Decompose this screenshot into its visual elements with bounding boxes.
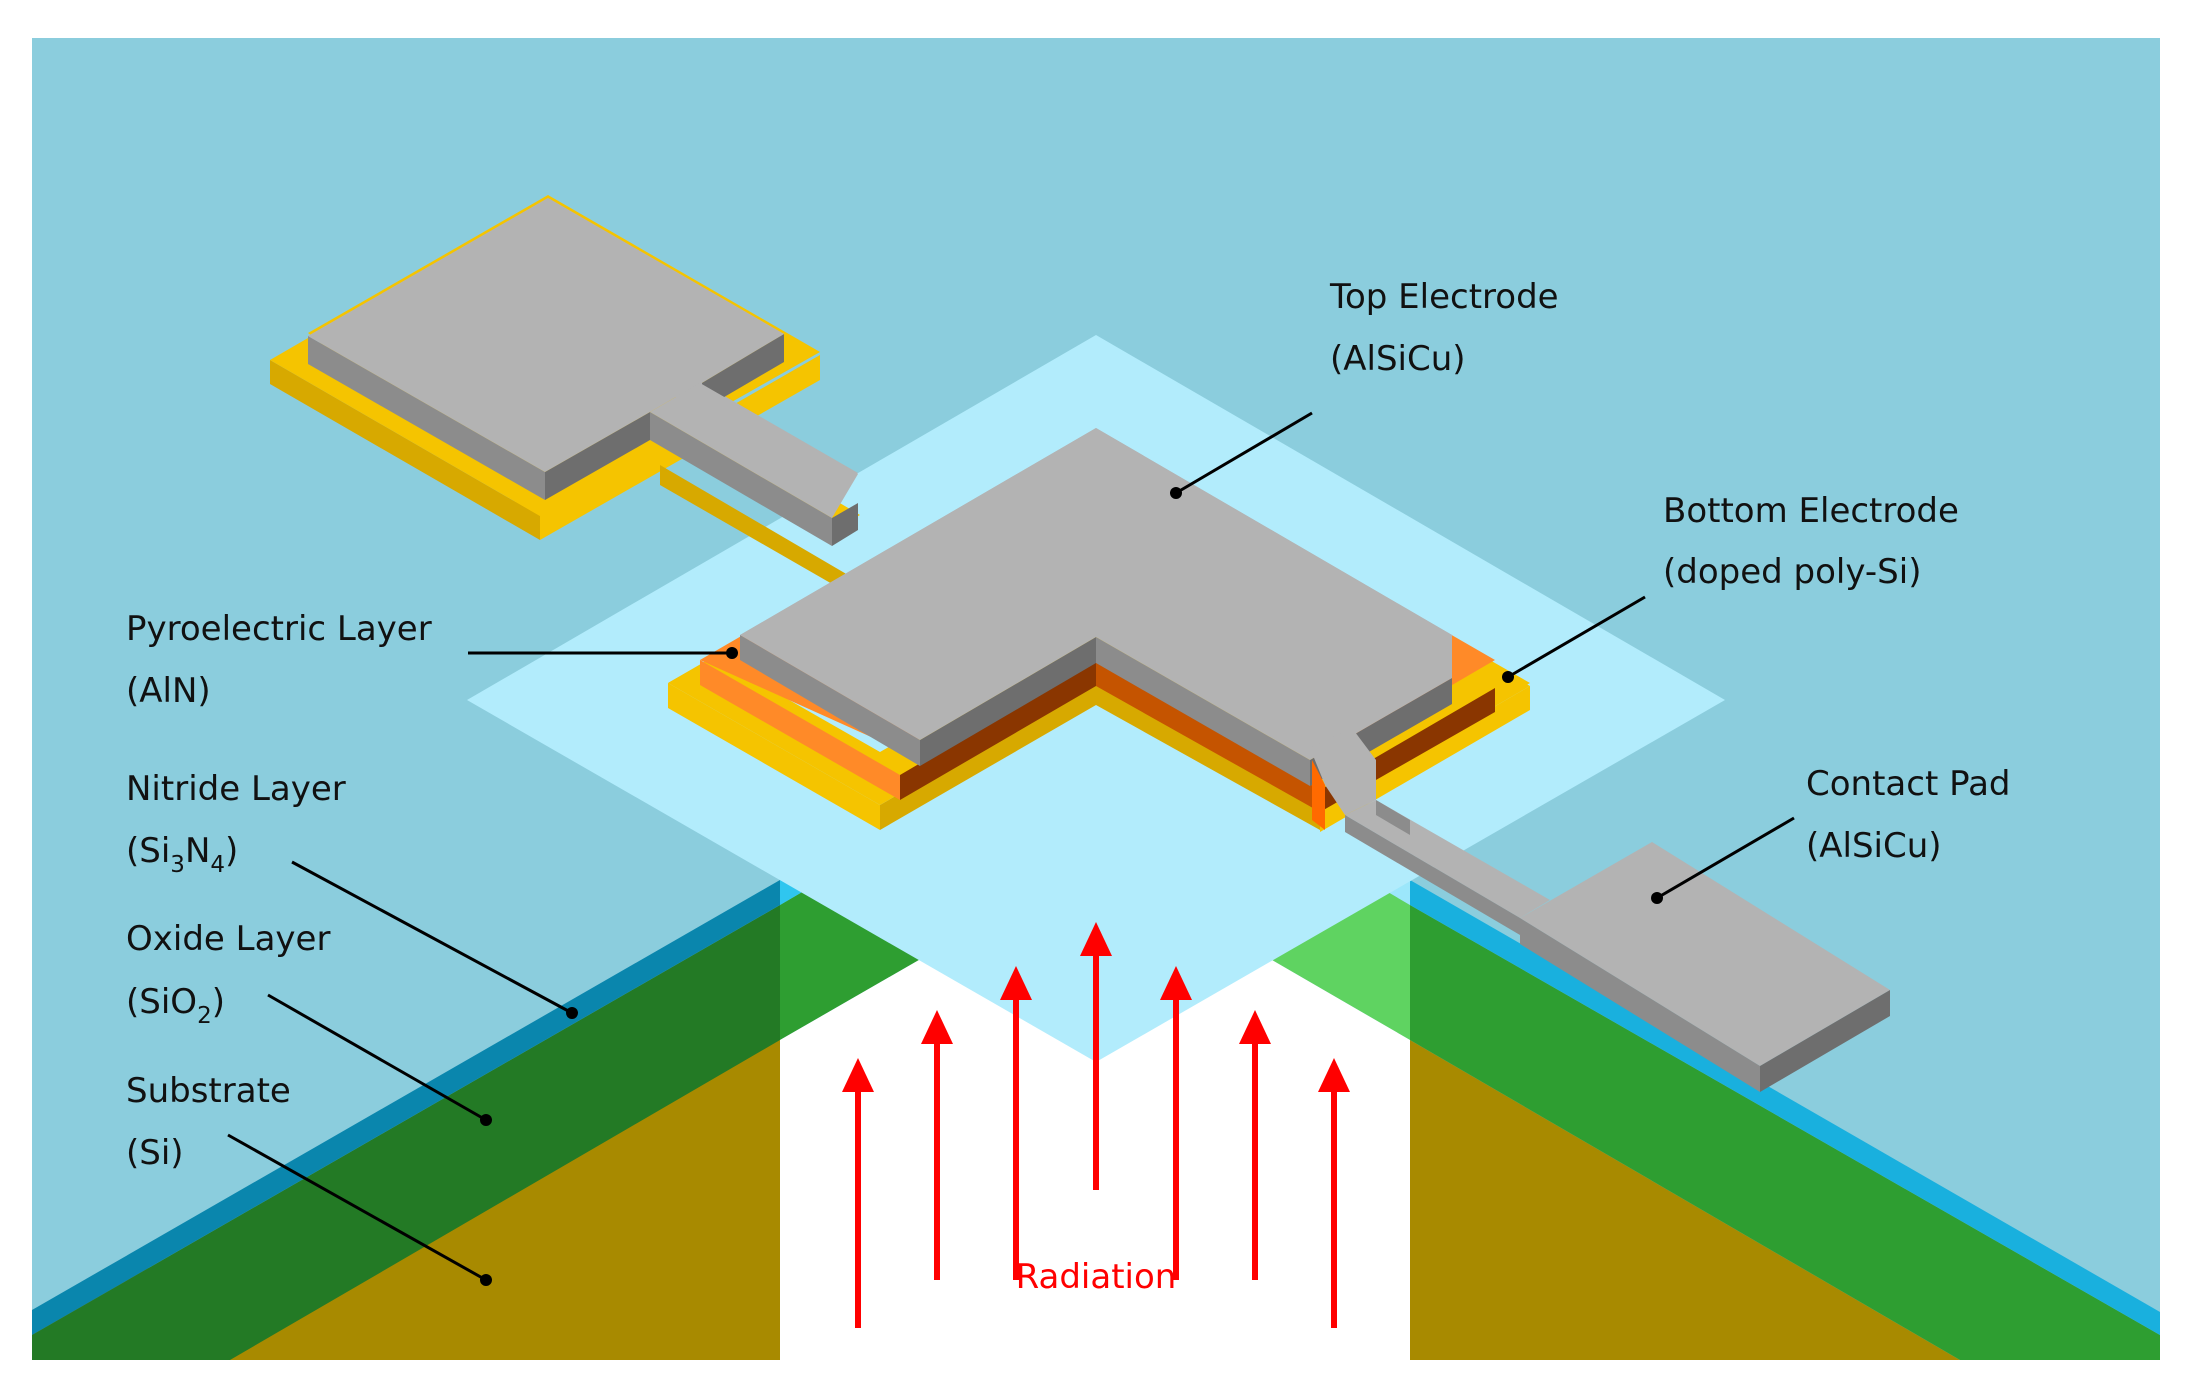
radiation-arrow-head [842, 1058, 874, 1092]
aln-side-front-left [900, 660, 1096, 800]
oxide-formula-sub: 2 [197, 1003, 212, 1029]
left-pad-poly-top-strip [270, 338, 548, 516]
radiation-arrow-head [1000, 966, 1032, 1000]
contact-pad-side-right [1760, 990, 1890, 1092]
lead-on-cross-section [1376, 800, 1410, 835]
label-contact-pad-name: Contact Pad [1806, 764, 2010, 804]
aln-side-left [700, 660, 900, 800]
label-contact-pad-material: (AlSiCu) [1806, 826, 1942, 866]
leader-dot-top-electrode [1170, 487, 1182, 499]
leader-top-electrode [1175, 411, 1313, 495]
lead-step-orange [1312, 760, 1325, 830]
contact-pad-top [1520, 842, 1890, 1066]
label-bottom-electrode-material: (doped poly-Si) [1663, 552, 1921, 592]
label-oxide-material: (SiO2) [126, 982, 225, 1029]
label-nitride-material: (Si3N4) [126, 831, 238, 878]
nitride-formula-sub-b: 4 [210, 852, 225, 878]
top-electrode-side-front-right [1096, 637, 1310, 786]
oxide-left-dark [32, 905, 780, 1360]
leader-dot-oxide [480, 1114, 492, 1126]
leader-bottom-electrode [1507, 595, 1646, 679]
label-nitride-name: Nitride Layer [126, 769, 346, 809]
lead-run-top [1345, 800, 1550, 918]
label-pyroelectric-material: (AlN) [126, 671, 211, 711]
leader-dot-bottom-electrode [1502, 671, 1514, 683]
nitride-formula-sub-a: 3 [170, 852, 185, 878]
top-electrode-side-left [740, 635, 920, 766]
label-top-electrode-material: (AlSiCu) [1330, 339, 1466, 379]
contact-pad-side-front [1520, 918, 1760, 1092]
nitride-formula-mid: N [185, 831, 210, 871]
label-substrate-material: (Si) [126, 1133, 184, 1173]
leader-contact-pad [1656, 816, 1795, 900]
left-bond-pad [270, 195, 860, 600]
leader-dot-substrate [480, 1274, 492, 1286]
left-lead-metal-end [832, 503, 858, 546]
left-pad-metal-top-fill [308, 198, 784, 472]
left-lead-metal-side [650, 412, 832, 546]
radiation-arrow-head [921, 1010, 953, 1044]
oxide-right-mid [1410, 905, 2160, 1360]
radiation-arrow-head [1080, 922, 1112, 956]
label-oxide-name: Oxide Layer [126, 919, 330, 959]
label-substrate-name: Substrate [126, 1071, 291, 1111]
nitride-left-dark [32, 880, 780, 1335]
oxide-formula-open: (SiO [126, 982, 197, 1022]
left-pad-metal-inner-side [702, 334, 784, 410]
left-pad-metal-side-left [308, 336, 545, 500]
radiation-arrow-head [1318, 1058, 1350, 1092]
leader-dot-pyroelectric [726, 647, 738, 659]
left-pad-poly-side-left [270, 360, 540, 540]
aln-side-front-right [1096, 660, 1320, 812]
leader-substrate [227, 1133, 487, 1282]
poly-si-side-front-left [880, 680, 1096, 830]
nitride-formula-close: ) [225, 831, 238, 871]
radiation-arrow-head [1239, 1010, 1271, 1044]
label-pyroelectric-name: Pyroelectric Layer [126, 609, 432, 649]
radiation-arrow-head [1160, 966, 1192, 1000]
nitride-right [1410, 880, 2160, 1335]
label-top-electrode-name: Top Electrode [1329, 277, 1559, 317]
left-lead-side [660, 465, 860, 600]
poly-si-side-left [668, 683, 880, 830]
contact-pad-group [1310, 728, 1890, 1092]
leader-dot-nitride [566, 1007, 578, 1019]
oxide-formula-close: ) [212, 982, 225, 1022]
lead-run-side [1345, 815, 1520, 935]
left-lead-metal-top [650, 383, 858, 518]
leader-dot-contact-pad [1651, 892, 1663, 904]
leader-nitride [291, 860, 573, 1015]
label-bottom-electrode-name: Bottom Electrode [1663, 491, 1959, 531]
left-pad-metal-side-right [545, 412, 650, 500]
top-electrode-side-front-left [920, 637, 1096, 766]
lead-down-step [1310, 728, 1376, 815]
leader-oxide [267, 993, 487, 1122]
nitride-formula-open: (Si [126, 831, 170, 871]
label-radiation: Radiation [1016, 1257, 1177, 1297]
top-electrode-face [740, 428, 1452, 760]
radiation-arrows [842, 922, 1350, 1328]
detector-stack [668, 428, 1530, 832]
